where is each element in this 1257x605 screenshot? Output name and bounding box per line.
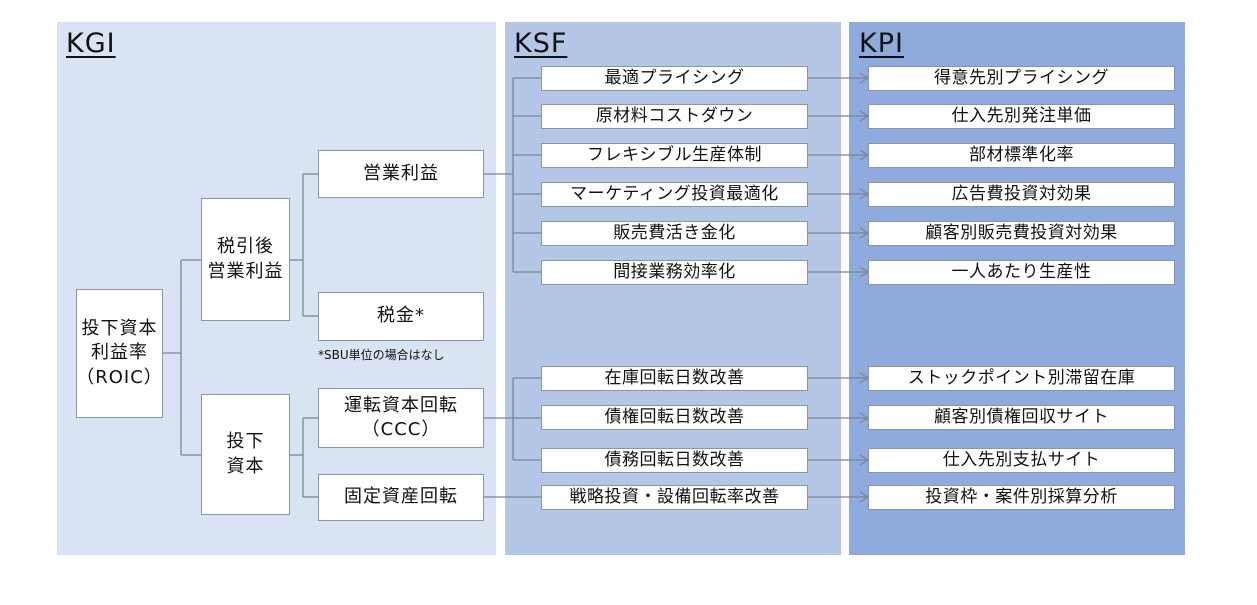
ksf-item: 原材料コストダウン bbox=[541, 104, 808, 129]
ksf-item: 在庫回転日数改善 bbox=[541, 366, 808, 391]
kpi-item: 一人あたり生産性 bbox=[868, 260, 1175, 285]
after-tax-operating-profit-box: 税引後 営業利益 bbox=[201, 198, 290, 321]
kgi-heading: KGI bbox=[66, 28, 116, 59]
tax-footnote: *SBU単位の場合はなし bbox=[318, 348, 445, 362]
kpi-item: 仕入先別支払サイト bbox=[868, 448, 1175, 473]
ksf-item: 戦略投資・設備回転率改善 bbox=[541, 485, 808, 510]
kpi-item: 広告費投資対効果 bbox=[868, 182, 1175, 207]
kpi-item: 投資枠・案件別採算分析 bbox=[868, 485, 1175, 510]
tax-box: 税金* bbox=[318, 292, 484, 341]
fixed-asset-turnover-box: 固定資産回転 bbox=[318, 474, 484, 521]
ksf-item: 債務回転日数改善 bbox=[541, 448, 808, 473]
ksf-heading: KSF bbox=[514, 28, 568, 59]
kpi-item: 顧客別債権回収サイト bbox=[868, 405, 1175, 430]
ksf-item: 債権回転日数改善 bbox=[541, 405, 808, 430]
ksf-item: マーケティング投資最適化 bbox=[541, 182, 808, 207]
kpi-item: ストックポイント別滞留在庫 bbox=[868, 366, 1175, 391]
roic-box: 投下資本 利益率 （ROIC） bbox=[76, 289, 163, 418]
ksf-item: 販売費活き金化 bbox=[541, 221, 808, 246]
ksf-item: フレキシブル生産体制 bbox=[541, 143, 808, 168]
kpi-heading: KPI bbox=[859, 28, 904, 59]
kpi-item: 得意先別プライシング bbox=[868, 66, 1175, 91]
ksf-item: 間接業務効率化 bbox=[541, 260, 808, 285]
kpi-item: 顧客別販売費投資対効果 bbox=[868, 221, 1175, 246]
kpi-item: 仕入先別発注単価 bbox=[868, 104, 1175, 129]
working-capital-turnover-box: 運転資本回転 （CCC） bbox=[318, 388, 484, 448]
ksf-item: 最適プライシング bbox=[541, 66, 808, 91]
kpi-item: 部材標準化率 bbox=[868, 143, 1175, 168]
invested-capital-box: 投下 資本 bbox=[201, 394, 290, 515]
operating-profit-box: 営業利益 bbox=[318, 150, 484, 198]
